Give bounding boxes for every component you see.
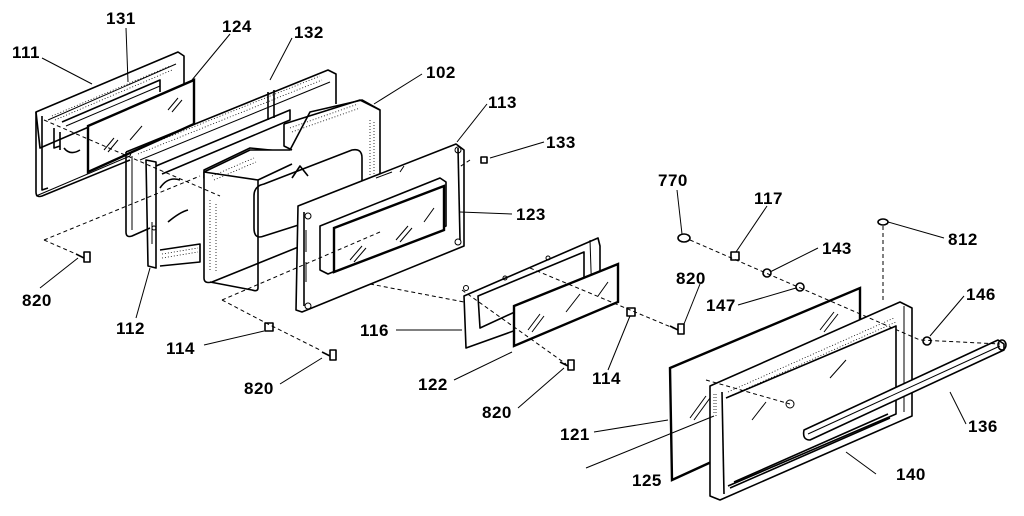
part-122-middle-glass <box>512 262 620 348</box>
label-820-d: 820 <box>676 269 706 288</box>
part-770-screw <box>677 233 691 243</box>
part-820-screw-d <box>669 323 685 335</box>
part-820-screw-b <box>321 349 337 361</box>
label-147: 147 <box>706 296 736 315</box>
part-136-handle <box>802 339 1007 441</box>
assembly-lines <box>43 119 1001 405</box>
part-131-gasket <box>61 79 161 127</box>
leader-lines <box>39 27 967 475</box>
label-125: 125 <box>632 471 662 490</box>
label-114-a: 114 <box>166 339 195 358</box>
part-labels: 111 131 124 132 102 113 133 123 820 112 … <box>12 9 998 490</box>
part-140-bottom-trim <box>729 413 891 489</box>
part-112-door-frame <box>145 109 291 269</box>
part-812-screw <box>877 218 889 300</box>
part-125-door-outer-frame <box>709 301 913 501</box>
label-820-c: 820 <box>482 403 512 422</box>
label-112: 112 <box>116 319 145 338</box>
label-770: 770 <box>658 171 688 190</box>
part-820-screw-a <box>75 251 91 263</box>
label-113: 113 <box>488 93 517 112</box>
label-123: 123 <box>516 205 546 224</box>
label-116: 116 <box>360 321 389 340</box>
part-147-washer <box>795 282 805 292</box>
part-820-screw-c <box>559 359 575 371</box>
part-143-washer <box>762 268 772 278</box>
label-133: 133 <box>546 133 576 152</box>
label-117: 117 <box>754 189 783 208</box>
label-111: 111 <box>12 43 40 62</box>
part-132-seal-frame <box>125 69 337 238</box>
label-122: 122 <box>418 375 448 394</box>
part-117-bracket <box>730 251 740 261</box>
label-121: 121 <box>560 425 590 444</box>
label-131: 131 <box>106 9 136 28</box>
part-146-spacer <box>922 336 932 346</box>
label-820-b: 820 <box>244 379 274 398</box>
label-812: 812 <box>948 230 978 249</box>
label-140: 140 <box>896 465 926 484</box>
label-136: 136 <box>968 417 998 436</box>
label-820-a: 820 <box>22 291 52 310</box>
label-143: 143 <box>822 239 852 258</box>
part-123-inner-glass <box>319 177 447 275</box>
label-146: 146 <box>966 285 996 304</box>
label-102: 102 <box>426 63 456 82</box>
label-114-b: 114 <box>592 369 621 388</box>
label-124: 124 <box>222 17 252 36</box>
part-111-outer-trim-frame <box>35 51 185 198</box>
part-133-nut <box>480 156 488 164</box>
label-132: 132 <box>294 23 324 42</box>
